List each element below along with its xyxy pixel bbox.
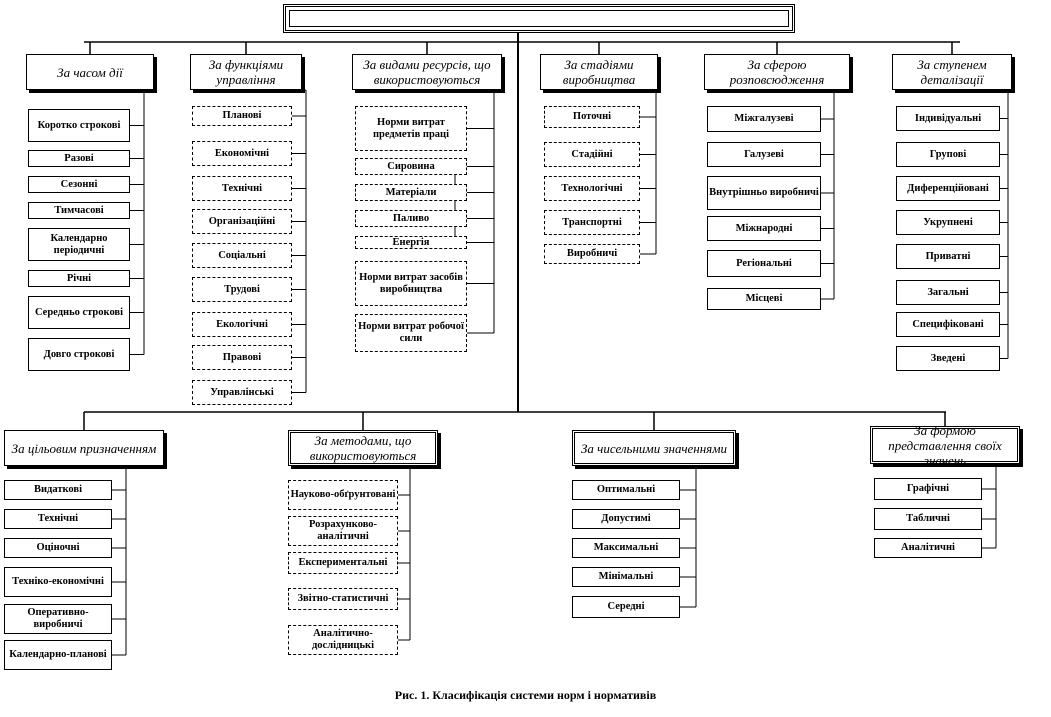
classification-item: Разові — [28, 150, 130, 167]
classification-item: Матеріали — [355, 184, 467, 201]
classification-item: Аналітично-дослідницькі — [288, 625, 398, 655]
classification-item: Оптимальні — [572, 480, 680, 500]
classification-item: Диференційовані — [896, 176, 1000, 201]
classification-item: Річні — [28, 270, 130, 287]
classification-item: Групові — [896, 142, 1000, 167]
classification-item: Календарно періодичні — [28, 228, 130, 261]
classification-item: Середньо строкові — [28, 296, 130, 329]
classification-item: Табличні — [874, 508, 982, 530]
classification-item: Оперативно-виробничі — [4, 604, 112, 634]
classification-item: Допустимі — [572, 509, 680, 529]
classification-item: Технічні — [4, 509, 112, 529]
group-header-top-6: За ступенем деталізації — [892, 54, 1012, 90]
classification-item: Паливо — [355, 210, 467, 227]
classification-item: Середні — [572, 596, 680, 618]
classification-item: Аналітичні — [874, 538, 982, 558]
classification-item: Тимчасові — [28, 202, 130, 219]
classification-item: Норми витрат засобів виробництва — [355, 261, 467, 306]
classification-item: Розрахунково-аналітичні — [288, 516, 398, 546]
group-header-bottom-1: За цільовим призначенням — [4, 430, 164, 466]
classification-item: Стадійні — [544, 142, 640, 167]
classification-item: Експериментальні — [288, 552, 398, 574]
figure-caption: Рис. 1. Класифікація системи норм і норм… — [394, 688, 657, 702]
classification-item: Сезонні — [28, 176, 130, 193]
root-title — [289, 10, 789, 27]
classification-item: Максимальні — [572, 538, 680, 558]
classification-item: Внутрішньо виробничі — [707, 176, 821, 210]
classification-item: Оціночні — [4, 538, 112, 558]
classification-item: Енергія — [355, 236, 467, 249]
classification-item: Норми витрат предметів праці — [355, 106, 467, 151]
classification-item: Технічні — [192, 176, 292, 201]
group-header-top-4: За стадіями виробництва — [540, 54, 658, 90]
classification-item: Техніко-економічні — [4, 567, 112, 597]
classification-item: Екологічні — [192, 312, 292, 337]
classification-item: Виробничі — [544, 244, 640, 264]
group-header-top-3: За видами ресурсів, що використовуються — [352, 54, 502, 90]
group-header-top-1: За часом дії — [26, 54, 154, 90]
classification-item: Сировина — [355, 158, 467, 175]
classification-item: Міжнародні — [707, 216, 821, 241]
classification-item: Коротко строкові — [28, 109, 130, 142]
classification-item: Зведені — [896, 346, 1000, 371]
classification-item: Регіональні — [707, 250, 821, 277]
classification-item: Міжгалузеві — [707, 106, 821, 132]
classification-item: Специфіковані — [896, 312, 1000, 337]
classification-item: Індивідуальні — [896, 106, 1000, 131]
classification-item: Соціальні — [192, 243, 292, 268]
classification-item: Організаційні — [192, 209, 292, 234]
group-header-bottom-2: За методами, що використовуються — [288, 430, 438, 466]
group-header-top-2: За функціями управління — [190, 54, 302, 90]
classification-item: Планові — [192, 106, 292, 126]
root-box — [283, 4, 795, 33]
classification-item: Звітно-статистичні — [288, 588, 398, 610]
classification-item: Довго строкові — [28, 338, 130, 371]
classification-item: Загальні — [896, 280, 1000, 305]
classification-item: Трудові — [192, 277, 292, 302]
classification-item: Мінімальні — [572, 567, 680, 587]
classification-item: Видаткові — [4, 480, 112, 500]
classification-item: Приватні — [896, 244, 1000, 269]
group-header-bottom-3: За чисельними значеннями — [572, 430, 736, 466]
group-header-bottom-4: За формою представлення своїх значень — [870, 423, 1020, 468]
classification-item: Управлінські — [192, 380, 292, 405]
classification-item: Правові — [192, 345, 292, 370]
classification-item: Економічні — [192, 141, 292, 166]
group-header-top-5: За сферою розповсюдження — [704, 54, 850, 90]
classification-item: Технологічні — [544, 176, 640, 201]
classification-item: Науково-обґрунтовані — [288, 480, 398, 510]
classification-item: Місцеві — [707, 288, 821, 310]
classification-item: Календарно-планові — [4, 640, 112, 670]
classification-item: Графічні — [874, 478, 982, 500]
classification-item: Укрупнені — [896, 210, 1000, 235]
classification-item: Галузеві — [707, 142, 821, 167]
classification-item: Поточні — [544, 106, 640, 128]
classification-item: Норми витрат робочої сили — [355, 314, 467, 352]
classification-item: Транспортні — [544, 210, 640, 235]
